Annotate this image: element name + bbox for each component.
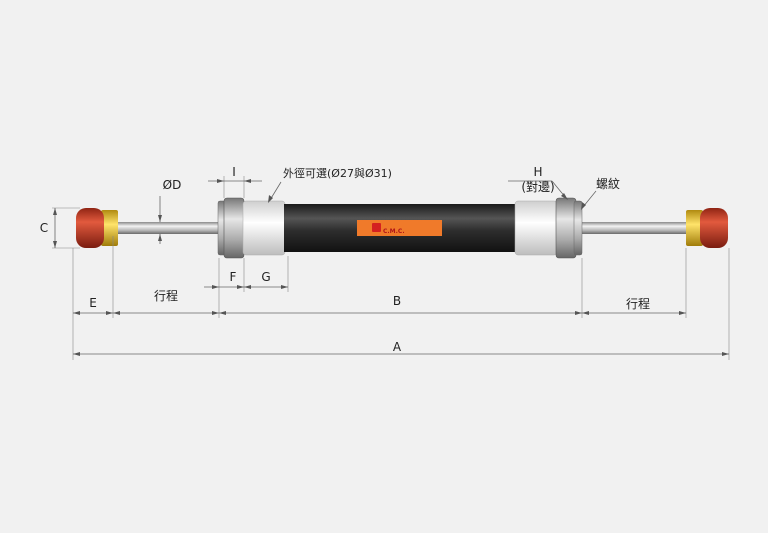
dimension-c-label: C — [40, 221, 48, 235]
outer-diameter-callout: 外徑可選(Ø27與Ø31) — [268, 166, 392, 203]
right-sleeve — [514, 200, 558, 256]
left-sleeve — [242, 200, 286, 256]
dimension-d: ØD — [158, 178, 181, 244]
brand-logo-plate: C.M.C. — [357, 220, 442, 236]
left-stopper-cap — [76, 208, 118, 248]
dimension-e: E — [73, 296, 113, 315]
dimension-b-label: B — [393, 294, 401, 308]
dimension-b: B — [219, 294, 582, 315]
dimension-f: F — [204, 270, 244, 289]
thread-callout: 螺紋 — [581, 177, 620, 210]
thread-label: 螺紋 — [596, 177, 620, 191]
dimension-e-label: E — [89, 296, 97, 310]
outer-diameter-note: 外徑可選(Ø27與Ø31) — [283, 166, 392, 180]
dimension-h-label: H — [533, 165, 542, 179]
dimension-stroke-left: 行程 — [113, 288, 219, 315]
dimension-g-label: G — [261, 270, 270, 284]
dimension-a-label: A — [393, 340, 402, 354]
stroke-right-label: 行程 — [626, 296, 650, 311]
right-piston-rod — [578, 222, 690, 234]
left-piston-rod — [113, 222, 223, 234]
stroke-left-label: 行程 — [154, 288, 178, 303]
extension-lines — [52, 176, 730, 360]
dimension-i: I — [208, 165, 262, 183]
dimension-i-label: I — [232, 165, 236, 179]
right-stopper-cap — [686, 208, 728, 248]
dimension-g: G — [244, 270, 288, 289]
brand-logo-text: C.M.C. — [383, 228, 405, 235]
dimension-a: A — [73, 340, 729, 356]
dimension-h: H (對邊) — [508, 165, 568, 200]
left-lock-nut — [217, 197, 245, 259]
dimension-f-label: F — [230, 270, 237, 284]
dimension-c: C — [40, 208, 57, 248]
dimension-stroke-right: 行程 — [582, 296, 686, 315]
right-lock-nut — [555, 197, 583, 259]
dimension-h-note: (對邊) — [521, 180, 554, 194]
dimension-d-label: ØD — [163, 178, 182, 192]
